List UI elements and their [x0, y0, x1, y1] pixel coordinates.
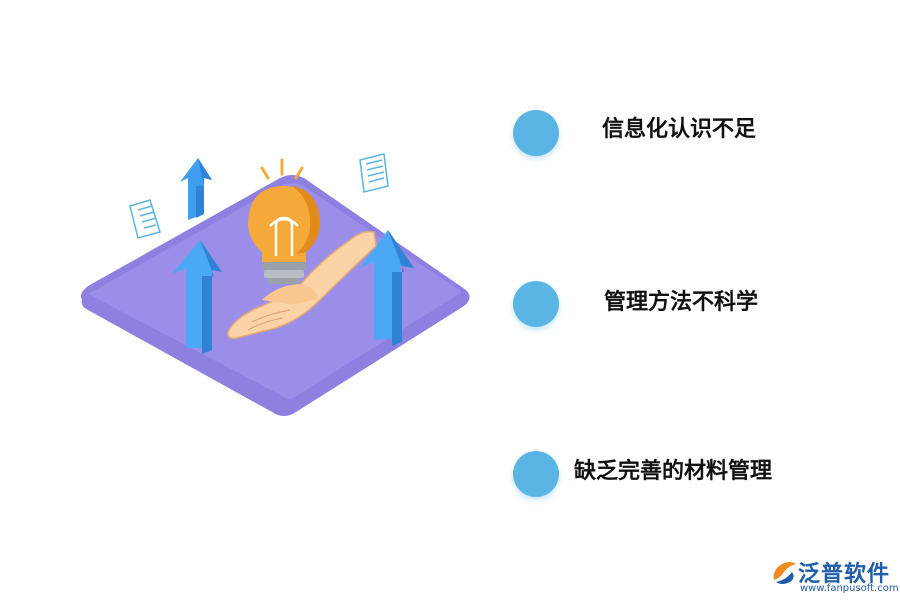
item-2-label: 管理方法不科学 [604, 290, 759, 315]
up-arrow-icon [180, 158, 212, 220]
document-icon [129, 199, 161, 239]
fanpu-logo-icon [773, 562, 796, 584]
item-3-bullet [513, 451, 559, 497]
item-2-bullet [513, 281, 559, 327]
lightbulb-icon [248, 158, 320, 284]
item-1-bullet [513, 110, 559, 156]
brand-name: 泛普软件 [798, 562, 891, 587]
brand-watermark: 泛普软件 www.fanpusoft.com [770, 556, 899, 596]
document-icon [359, 153, 389, 193]
brand-url: www.fanpusoft.com [800, 583, 899, 594]
up-arrow-icon [172, 240, 222, 354]
up-arrow-icon [360, 230, 414, 346]
item-3-label: 缺乏完善的材料管理 [574, 459, 773, 484]
item-1-label: 信息化认识不足 [602, 117, 757, 142]
hand-icon [227, 230, 377, 339]
